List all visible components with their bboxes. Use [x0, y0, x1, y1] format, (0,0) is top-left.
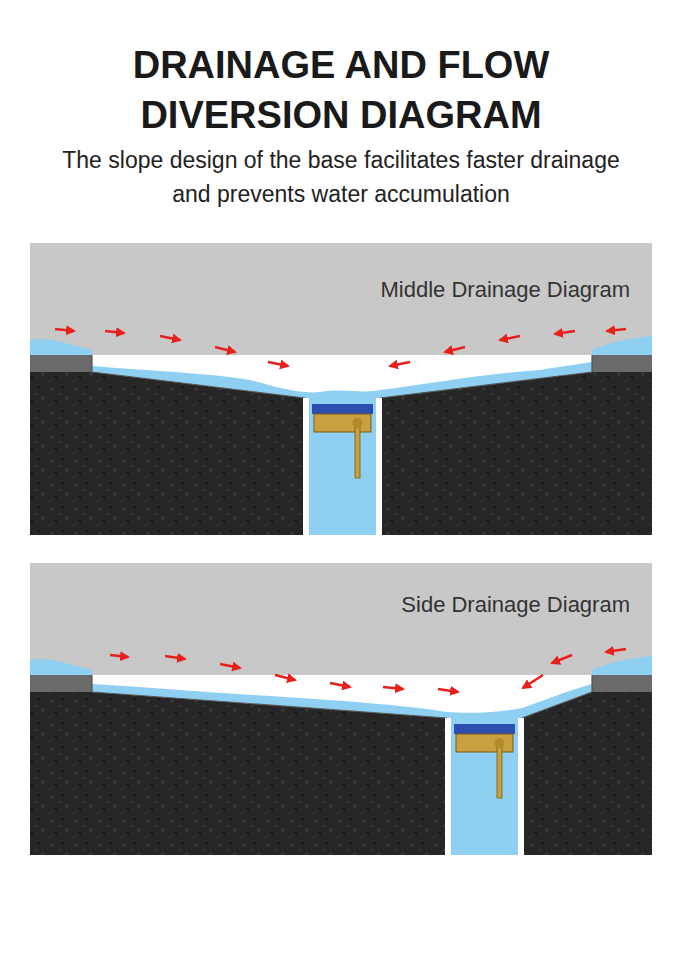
- middle-drainage-panel: [30, 243, 652, 535]
- panel-label: Side Drainage Diagram: [401, 591, 630, 619]
- panel-label: Middle Drainage Diagram: [381, 276, 630, 304]
- side-drainage-panel: [30, 563, 652, 855]
- page-caption: The slope design of the base facilitates…: [56, 143, 626, 211]
- page-title: DRAINAGE AND FLOW DIVERSION DIAGRAM: [101, 40, 581, 140]
